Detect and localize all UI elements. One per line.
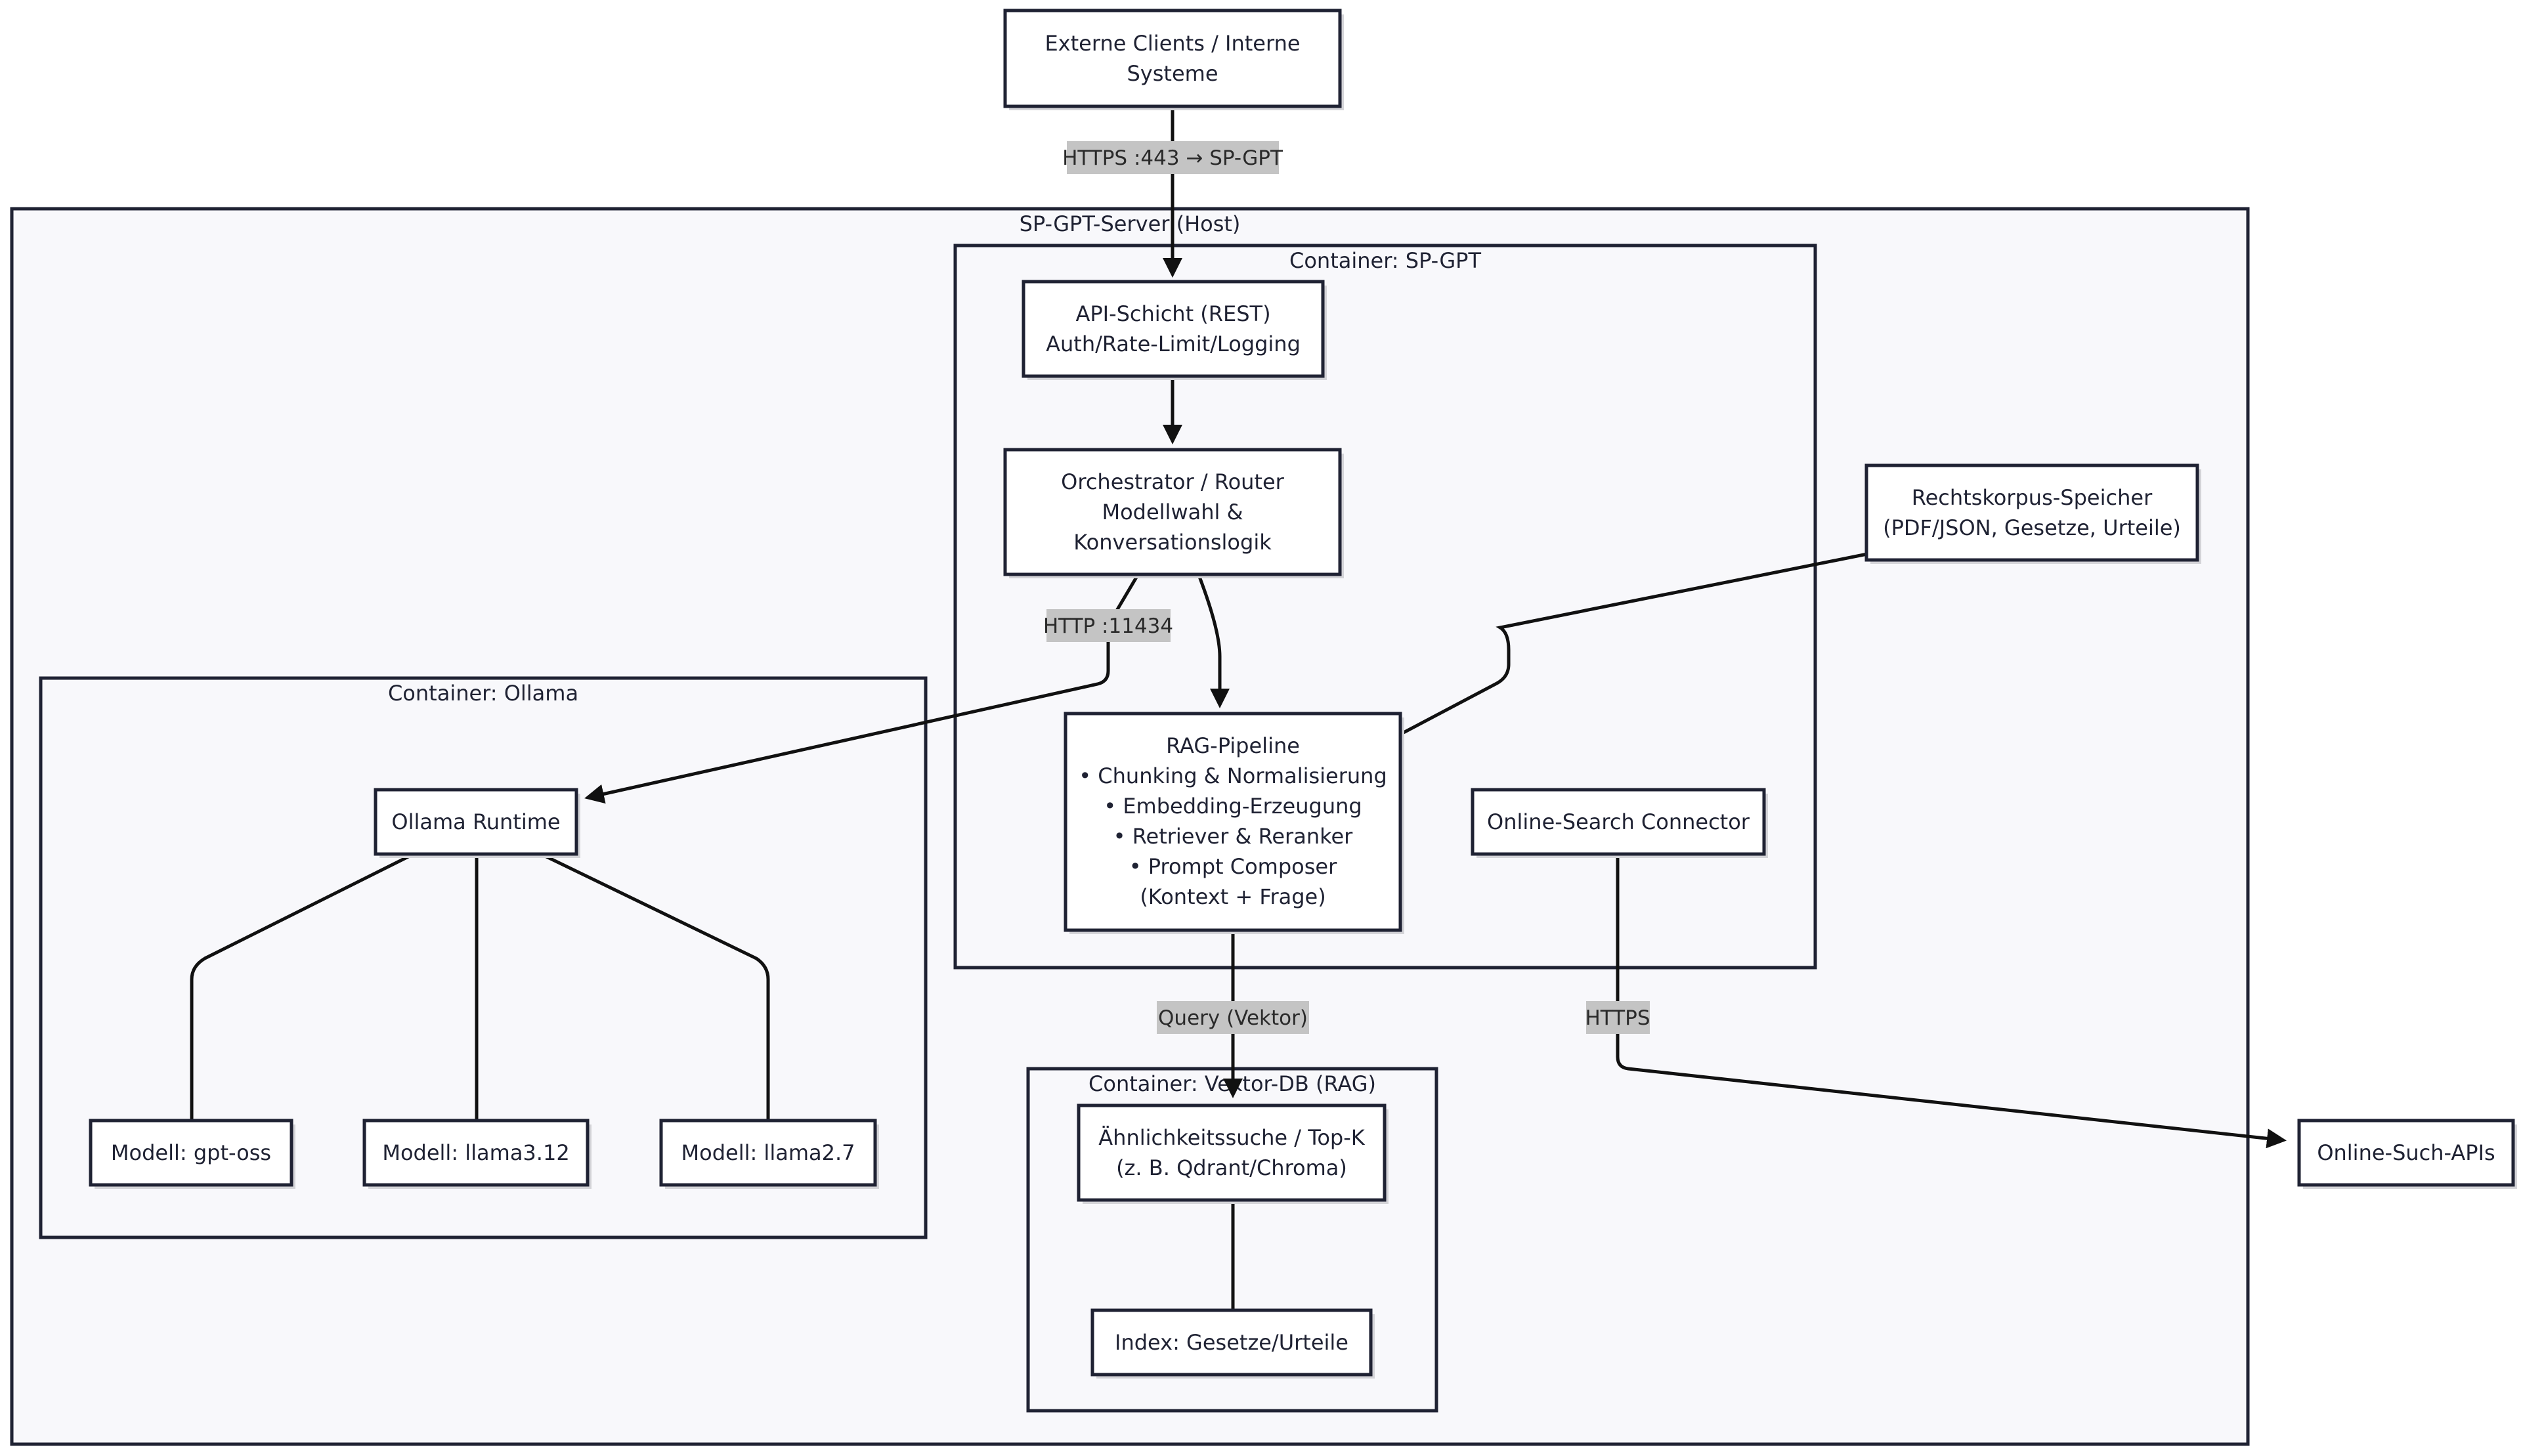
node-rag-line-6: (Kontext + Frage) — [1140, 884, 1325, 909]
edge-orchestrator-rag — [1197, 574, 1230, 708]
edge-search-apis — [1616, 855, 2287, 1149]
node-api: API-Schicht (REST) Auth/Rate-Limit/Loggi… — [1022, 280, 1327, 380]
edge-label-query-vektor: Query (Vektor) — [1157, 1001, 1309, 1034]
node-similarity-search: Ähnlichkeitssuche / Top-K (z. B. Qdrant/… — [1077, 1103, 1389, 1204]
node-model-llama312-line-1: Modell: llama3.12 — [382, 1140, 569, 1165]
node-model-gpt-oss: Modell: gpt-oss — [89, 1119, 295, 1189]
node-online-apis: Online-Such-APIs — [2297, 1119, 2517, 1189]
cluster-host-label: SP-GPT-Server (Host) — [1020, 211, 1241, 236]
node-rag-line-1: RAG-Pipeline — [1166, 733, 1300, 758]
cluster-ollama-label: Container: Ollama — [388, 681, 578, 706]
edge-rechtskorpus-rag — [1400, 552, 1868, 736]
node-ollama-runtime: Ollama Runtime — [374, 788, 580, 858]
edge-label-http-11434: HTTP :11434 — [1043, 609, 1173, 642]
node-rechtskorpus-line-1: Rechtskorpus-Speicher — [1912, 485, 2153, 510]
edge-label-query-vektor-text: Query (Vektor) — [1158, 1006, 1308, 1030]
node-model-llama27: Modell: llama2.7 — [659, 1119, 879, 1189]
edge-runtime-gpt-oss — [190, 853, 414, 1121]
edge-label-https-text: HTTPS — [1585, 1006, 1650, 1030]
edge-orchestrator-ollama — [584, 574, 1140, 804]
node-clients: Externe Clients / Interne Systeme — [1003, 9, 1344, 110]
node-orchestrator-line-1: Orchestrator / Router — [1061, 469, 1284, 494]
node-rag-line-3: • Embedding-Erzeugung — [1104, 794, 1362, 819]
node-model-gpt-oss-line-1: Modell: gpt-oss — [111, 1140, 271, 1165]
node-rag-line-5: • Prompt Composer — [1129, 854, 1337, 879]
cluster-spgpt-label: Container: SP-GPT — [1289, 248, 1481, 273]
node-rag-line-4: • Retriever & Reranker — [1113, 824, 1354, 849]
node-similarity-line-2: (z. B. Qdrant/Chroma) — [1116, 1155, 1347, 1180]
edge-runtime-llama27 — [541, 853, 770, 1121]
node-rechtskorpus: Rechtskorpus-Speicher (PDF/JSON, Gesetze… — [1864, 463, 2201, 564]
edge-label-http-11434-text: HTTP :11434 — [1043, 614, 1173, 638]
node-rag-pipeline: RAG-Pipeline • Chunking & Normalisierung… — [1064, 712, 1404, 934]
node-clients-line-2: Systeme — [1127, 61, 1218, 86]
node-api-line-1: API-Schicht (REST) — [1075, 301, 1270, 326]
edge-label-https: HTTPS — [1585, 1001, 1650, 1034]
node-orchestrator-line-2: Modellwahl & — [1102, 500, 1243, 525]
node-rechtskorpus-line-2: (PDF/JSON, Gesetze, Urteile) — [1883, 515, 2181, 540]
node-search-connector: Online-Search Connector — [1471, 788, 1768, 858]
node-index-line-1: Index: Gesetze/Urteile — [1115, 1330, 1348, 1355]
node-model-llama27-line-1: Modell: llama2.7 — [681, 1140, 855, 1165]
node-api-line-2: Auth/Rate-Limit/Logging — [1046, 332, 1301, 356]
node-model-llama312: Modell: llama3.12 — [362, 1119, 592, 1189]
node-orchestrator: Orchestrator / Router Modellwahl & Konve… — [1003, 448, 1344, 578]
node-ollama-runtime-line-1: Ollama Runtime — [391, 809, 560, 834]
node-orchestrator-line-3: Konversationslogik — [1073, 530, 1272, 555]
node-online-apis-line-1: Online-Such-APIs — [2317, 1140, 2495, 1165]
node-similarity-line-1: Ähnlichkeitssuche / Top-K — [1098, 1125, 1365, 1150]
edge-label-https-443: HTTPS :443 → SP-GPT — [1062, 141, 1283, 174]
node-rag-line-2: • Chunking & Normalisierung — [1079, 763, 1387, 788]
edge-label-https-443-text: HTTPS :443 → SP-GPT — [1062, 146, 1283, 170]
edges — [190, 106, 2287, 1310]
node-index: Index: Gesetze/Urteile — [1090, 1308, 1375, 1379]
node-clients-line-1: Externe Clients / Interne — [1045, 31, 1300, 56]
node-search-connector-line-1: Online-Search Connector — [1487, 809, 1750, 834]
